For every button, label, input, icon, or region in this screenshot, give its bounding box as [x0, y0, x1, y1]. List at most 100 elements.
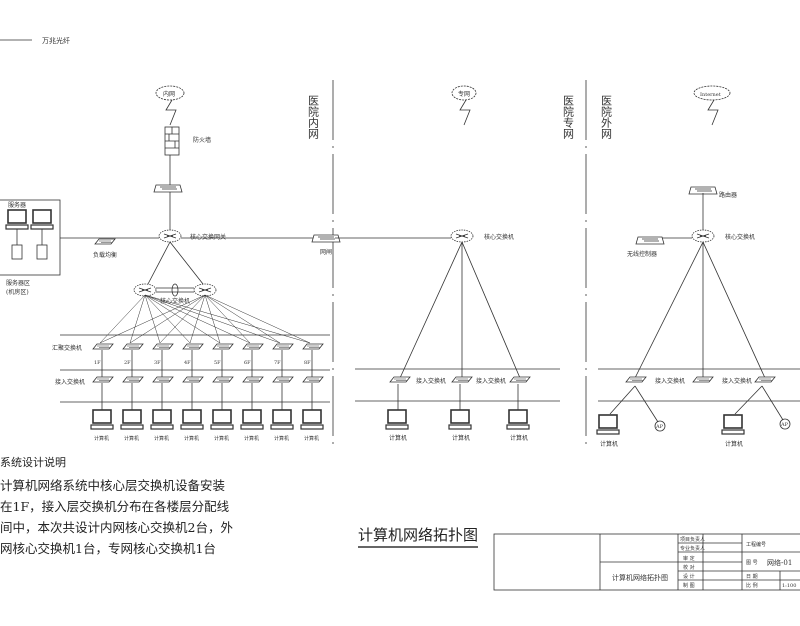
- drawing-title: 计算机网络拓扑图: [358, 524, 479, 548]
- router-icon: [688, 186, 718, 195]
- server-area-label: 服务器区: [6, 279, 30, 287]
- external-network: Internet 路由器 核心交换机 无线控制器 接入交换机 接入交换机 AP …: [596, 85, 800, 448]
- access-switch-icon: [451, 376, 473, 383]
- fiber-legend-label: 万兆光纤: [42, 36, 70, 45]
- aggregation-switch-icon: [152, 343, 174, 350]
- gateway-label: 核心交换网关: [190, 233, 226, 241]
- pc-icon: [506, 409, 530, 430]
- server-pc-icon: [5, 209, 29, 230]
- scale-value: 1:100: [782, 583, 796, 589]
- notes-line: 网核心交换机1台，专网核心交换机1台: [0, 541, 216, 556]
- server-area-sublabel: (机房区): [6, 288, 29, 296]
- floor-label: 4F: [184, 360, 191, 366]
- server-icon: [36, 244, 48, 260]
- pc-label: 计算机: [244, 435, 259, 442]
- pc-icon: [300, 409, 324, 430]
- wireless-controller-label: 无线控制器: [627, 250, 657, 258]
- pc-icon: [180, 409, 204, 430]
- cloud-label: 专网: [458, 90, 470, 98]
- pc-label: 计算机: [304, 435, 319, 442]
- access-label: 接入交换机: [722, 377, 752, 385]
- aggregation-switch-icon: [302, 343, 324, 350]
- pc-icon: [270, 409, 294, 430]
- pc-icon: [596, 414, 620, 435]
- ap-label: AP: [780, 422, 789, 428]
- cloud-icon: [693, 85, 731, 101]
- aggregation-switch-icon: [212, 343, 234, 350]
- ap-label: AP: [655, 424, 664, 430]
- floor-label: 5F: [214, 360, 221, 366]
- lightning-icon: [165, 99, 177, 126]
- gap-device-icon: [311, 234, 341, 243]
- title-block-field: 比 例: [746, 582, 758, 589]
- title-block-row: 项目负责人: [680, 536, 705, 543]
- access-switch-icon: [182, 376, 204, 383]
- title-block-field: 日 期: [746, 574, 758, 580]
- pc-label: 计算机: [389, 434, 407, 442]
- switch-icon: [153, 184, 183, 193]
- core-switch-label: 核心交换机: [160, 297, 190, 305]
- title-block-row: 专业负责人: [680, 545, 705, 552]
- core-switch-label: 核心交换机: [725, 233, 755, 241]
- drawing-number-value: 网络-01: [767, 558, 792, 567]
- server-box-label: 服务器: [8, 201, 26, 209]
- server-pc-icon: [30, 209, 54, 230]
- core-switch-icon: [133, 283, 157, 297]
- core-switch-label: 核心交换机: [484, 233, 514, 241]
- pc-label: 计算机: [600, 440, 618, 448]
- cloud-label: 内网: [163, 90, 175, 98]
- access-label: 接入交换机: [476, 377, 506, 385]
- pc-icon: [721, 414, 745, 435]
- pc-label: 计算机: [510, 434, 528, 442]
- floor-label: 7F: [274, 360, 281, 366]
- wireless-ap-icon: [654, 420, 666, 432]
- floor-label: 1F: [94, 360, 101, 366]
- pc-label: 计算机: [94, 435, 109, 442]
- pc-label: 计算机: [184, 435, 199, 442]
- access-switch-icon: [754, 376, 776, 383]
- gateway-router-icon: [158, 229, 182, 243]
- access-switch-icon: [272, 376, 294, 383]
- access-label: 接入交换机: [55, 378, 85, 386]
- pc-label: 计算机: [725, 440, 743, 448]
- lightning-icon: [707, 99, 719, 126]
- floor-label: 3F: [154, 360, 161, 366]
- router-label: 路由器: [719, 191, 737, 199]
- wireless-ap-icon: [779, 418, 791, 430]
- pc-icon: [210, 409, 234, 430]
- aggregation-switch-icon: [182, 343, 204, 350]
- title-block-row: 审 定: [683, 555, 695, 562]
- pc-icon: [150, 409, 174, 430]
- private-network: 专网 核心交换机 接入交换机 接入交换机 计算机 计算机 计算机: [335, 85, 560, 442]
- pc-icon: [448, 409, 472, 430]
- access-switch-icon: [92, 376, 114, 383]
- access-switch-icon: [389, 376, 411, 383]
- pc-icon: [240, 409, 264, 430]
- cloud-icon: [155, 85, 185, 101]
- pc-label: 计算机: [154, 435, 169, 442]
- internal-network: 内网 防火墙 核心交换网关 负载均衡 网闸 服务器 服务器区 (机房区) 核心交…: [0, 85, 341, 442]
- title-block-row: 设 计: [683, 573, 695, 580]
- pc-label: 计算机: [124, 435, 139, 442]
- server-area-box: [0, 199, 61, 276]
- notes-line: 在1F，接入层交换机分布在各楼层分配线: [0, 499, 230, 514]
- lightning-icon: [459, 99, 471, 126]
- title-block-row: 制 图: [683, 582, 695, 589]
- notes-line: 间中，本次共设计内网核心交换机2台，外: [0, 520, 233, 535]
- title-block-name: 计算机网络拓扑图: [612, 573, 668, 582]
- aggregation-switch-icon: [122, 343, 144, 350]
- access-switch-icon: [692, 376, 714, 383]
- title-block-field: 工程编号: [746, 541, 766, 548]
- firewall-label: 防火墙: [193, 136, 211, 144]
- floor-label: 8F: [304, 360, 311, 366]
- pc-label: 计算机: [274, 435, 289, 442]
- access-switch-icon: [509, 376, 531, 383]
- title-block-row: 校 对: [683, 564, 695, 571]
- pc-label: 计算机: [452, 434, 470, 442]
- load-balancer-icon: [94, 238, 116, 245]
- title-block: 计算机网络拓扑图 项目负责人 专业负责人 审 定 校 对 设 计 制 图 工程编…: [493, 533, 800, 591]
- zone-label-private: 医院专网: [562, 95, 575, 140]
- access-switch-icon: [242, 376, 264, 383]
- aggregation-switch-icon: [242, 343, 264, 350]
